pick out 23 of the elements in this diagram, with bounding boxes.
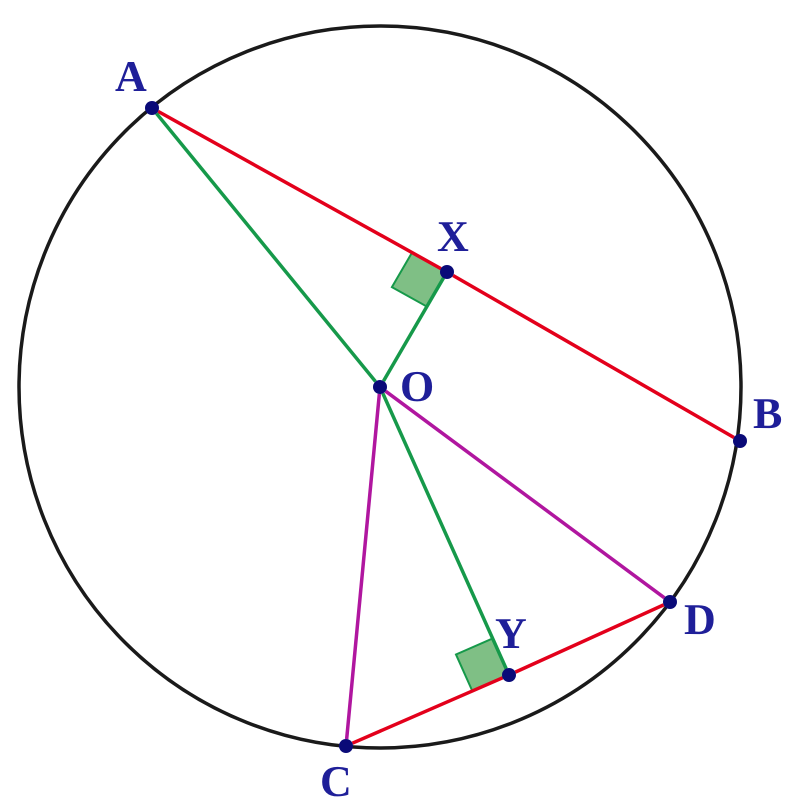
line-segment xyxy=(514,603,664,674)
point-dot xyxy=(502,668,516,682)
line-segment xyxy=(382,277,445,382)
line-segment xyxy=(352,676,504,745)
point-label: D xyxy=(684,598,716,642)
point-label: Y xyxy=(495,612,527,656)
point-label: X xyxy=(437,215,469,259)
point-label: B xyxy=(753,392,782,436)
point-label: A xyxy=(115,55,147,99)
line-segment xyxy=(452,274,735,440)
line-segment xyxy=(344,394,382,740)
point-dot xyxy=(733,434,747,448)
line-segment xyxy=(381,392,508,670)
line-segment xyxy=(155,112,377,383)
point-dot xyxy=(339,739,353,753)
point-dot xyxy=(373,380,387,394)
line-segment xyxy=(384,390,666,600)
point-label: C xyxy=(320,760,352,804)
point-dot xyxy=(440,265,454,279)
point-label: O xyxy=(400,365,434,409)
point-dot xyxy=(663,595,677,609)
line-segment xyxy=(157,110,442,270)
point-dot xyxy=(145,101,159,115)
